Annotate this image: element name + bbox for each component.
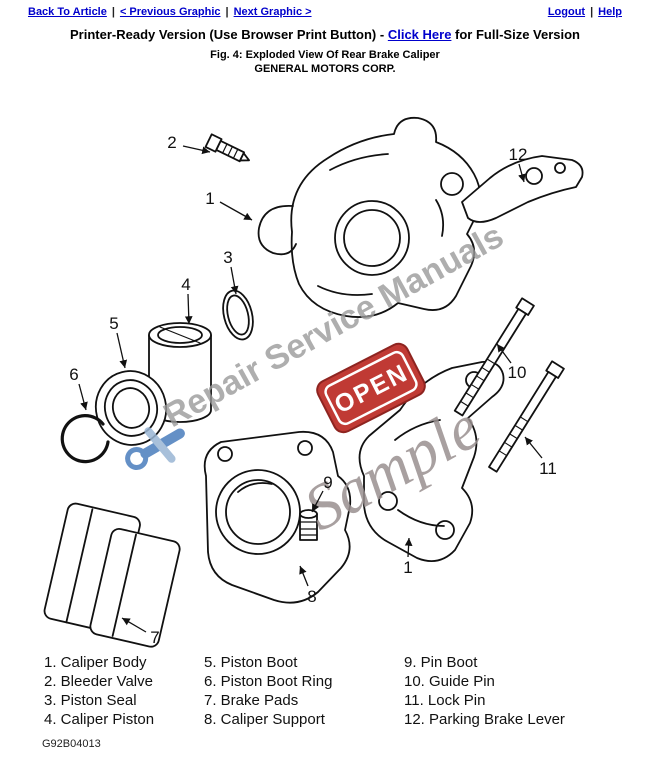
callout-label: 12: [509, 145, 528, 164]
printer-ready-text: Printer-Ready Version (Use Browser Print…: [69, 27, 388, 42]
caliper-body-detail: [317, 153, 445, 296]
back-to-article-link[interactable]: Back To Article: [28, 6, 107, 18]
caliper-body-boss: [440, 172, 464, 196]
previous-graphic-link[interactable]: < Previous Graphic: [119, 6, 221, 18]
legend-item: 9. Pin Boot: [404, 654, 478, 671]
caliper-bore-inner: [343, 209, 401, 267]
legend-item: 11. Lock Pin: [404, 692, 486, 709]
top-navigation: Back To Article | < Previous Graphic | Next …: [0, 6, 650, 18]
manufacturer-name: GENERAL MOTORS CORP.: [254, 63, 396, 75]
callout-label: 1: [403, 558, 412, 577]
legend-item: 1. Caliper Body: [44, 654, 147, 671]
guide-pin-shape: [453, 297, 535, 417]
piston-boot-ring-shape: [60, 414, 110, 464]
piston-boot-shape: [94, 370, 168, 446]
legend-item: 6. Piston Boot Ring: [204, 673, 333, 690]
page-title: Printer-Ready Version (Use Browser Print…: [0, 27, 650, 42]
callout-label: 1: [205, 189, 214, 208]
caliper-housing-shape: [203, 430, 352, 604]
lever-bolt-hole-1: [525, 167, 543, 185]
callout-label: 5: [109, 314, 118, 333]
logout-link[interactable]: Logout: [547, 6, 586, 18]
callout-label: 3: [223, 248, 232, 267]
legend-item: 8. Caliper Support: [204, 711, 325, 728]
callout-label: 4: [181, 275, 190, 294]
nav-left: Back To Article | < Previous Graphic | Next …: [28, 6, 312, 18]
legend-column-2: 5. Piston Boot 6. Piston Boot Ring 7. Br…: [204, 653, 404, 729]
legend-item: 5. Piston Boot: [204, 654, 298, 671]
legend-item: 7. Brake Pads: [204, 692, 299, 709]
callout-leader-lines: [78, 145, 543, 633]
full-size-suffix-text: for Full-Size Version: [451, 27, 580, 42]
nav-separator: |: [111, 6, 115, 18]
brake-caliper-exploded-diagram: Repair Service Manuals Sample OPEN 2: [43, 116, 584, 648]
watermark-tools-icon: [125, 427, 185, 470]
callout-label: 8: [307, 587, 316, 606]
callout-label: 9: [323, 473, 332, 492]
caliper-body-ear: [257, 205, 297, 256]
piston-seal-shape: [222, 289, 254, 341]
pin-boot-shape: [299, 509, 318, 541]
legend-column-3: 9. Pin Boot 10. Guide Pin 11. Lock Pin 1…: [404, 653, 594, 729]
legend-item: 4. Caliper Piston: [44, 711, 155, 728]
callout-label: 10: [508, 363, 527, 382]
lever-bolt-hole-2: [554, 162, 566, 174]
callout-numbers: 2 1 12 3 4 5 6 9 10 11 1 8 7: [69, 133, 557, 647]
callout-label: 7: [150, 628, 159, 647]
legend-column-1: 1. Caliper Body 2. Bleeder Valve 3. Pist…: [44, 653, 204, 729]
next-graphic-link[interactable]: Next Graphic >: [233, 6, 312, 18]
callout-label: 11: [539, 459, 557, 478]
help-link[interactable]: Help: [598, 6, 622, 18]
full-size-version-link[interactable]: Click Here: [387, 27, 452, 42]
nav-separator: |: [225, 6, 229, 18]
legend-item: 2. Bleeder Valve: [44, 673, 153, 690]
nav-right: Logout | Help: [548, 6, 622, 18]
lock-pin-shape: [488, 360, 565, 473]
brake-pad-inner-shape: [89, 527, 181, 648]
figure-code: G92B04013: [42, 738, 101, 750]
parking-brake-lever-shape: [461, 155, 584, 223]
figure-caption: Fig. 4: Exploded View Of Rear Brake Cali…: [210, 49, 440, 61]
nav-separator: |: [590, 6, 594, 18]
bleeder-valve-shape: [204, 133, 250, 163]
parts-legend: 1. Caliper Body 2. Bleeder Valve 3. Pist…: [44, 653, 594, 729]
legend-item: 3. Piston Seal: [44, 692, 137, 709]
legend-item: 12. Parking Brake Lever: [404, 711, 565, 728]
callout-label: 6: [69, 365, 78, 384]
callout-label: 2: [167, 133, 176, 152]
legend-item: 10. Guide Pin: [404, 673, 495, 690]
